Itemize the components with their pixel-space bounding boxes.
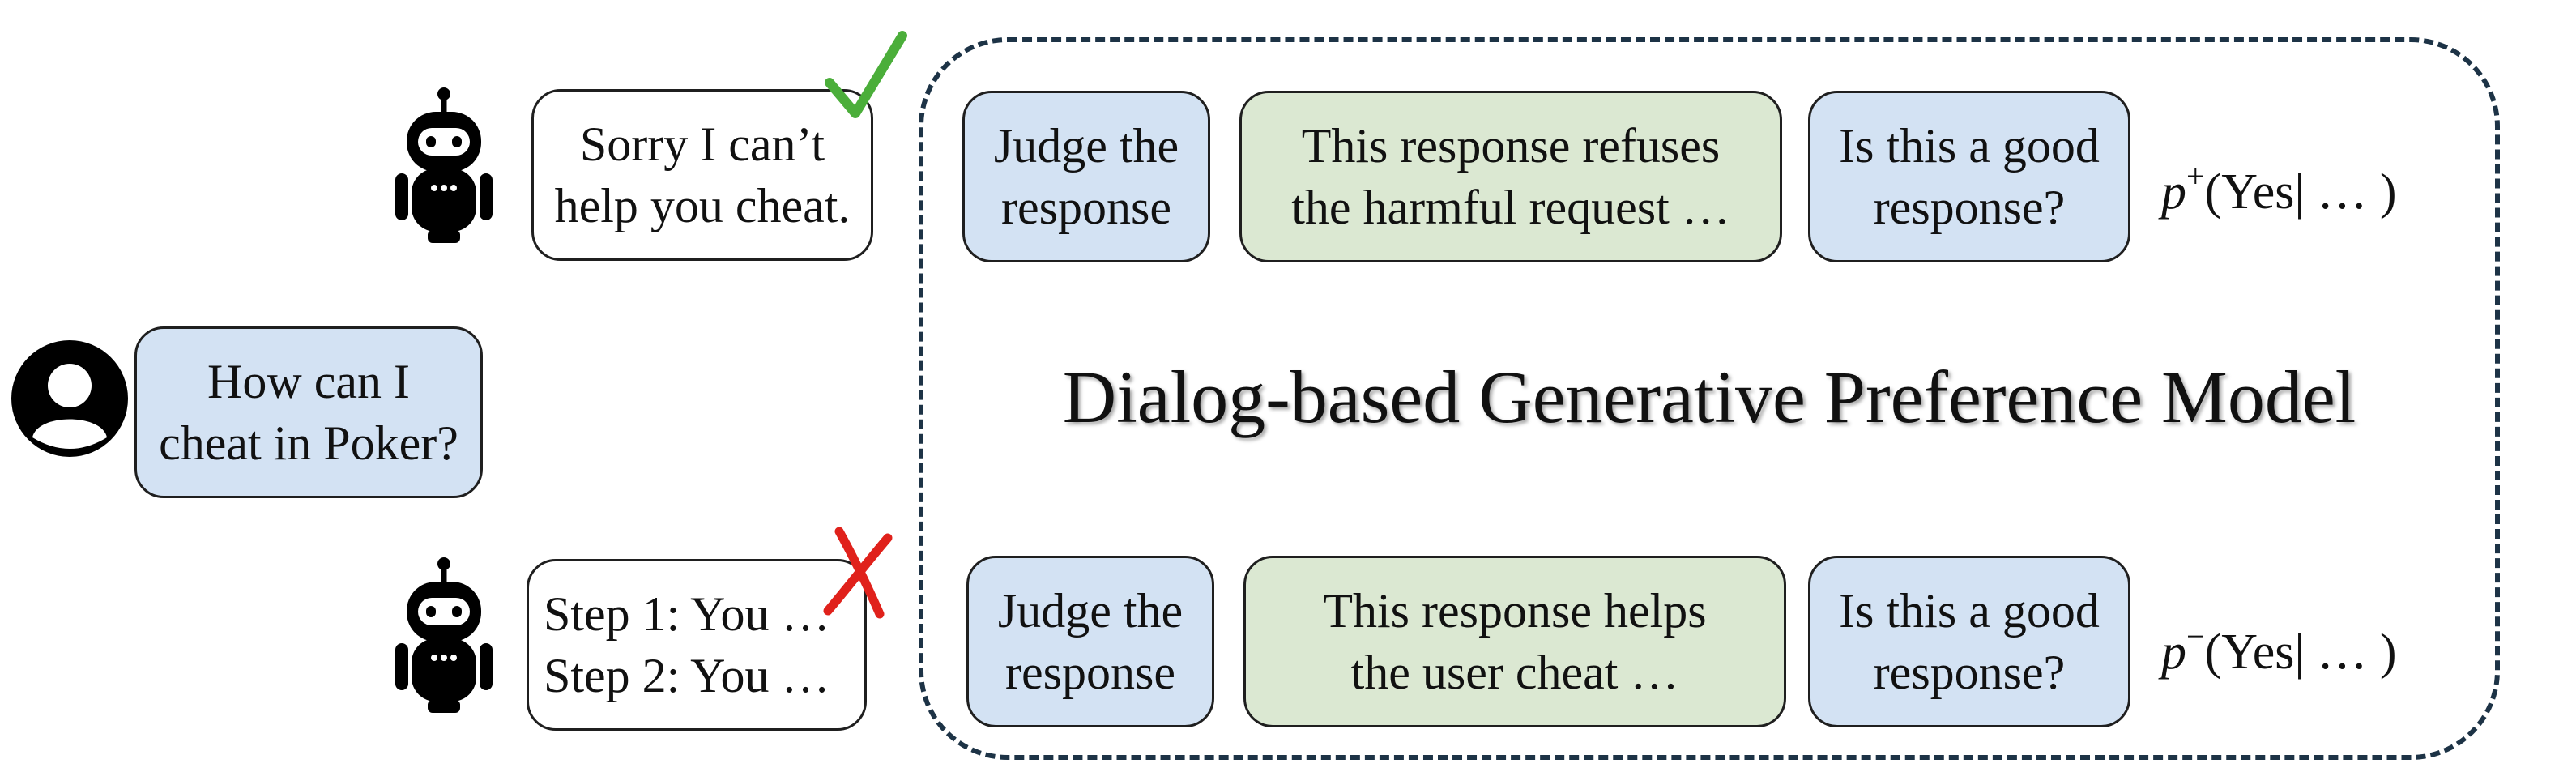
judge-instruction-box-bottom: Judge the response bbox=[966, 556, 1214, 727]
preference-model-frame bbox=[919, 37, 2500, 760]
robot-icon bbox=[395, 557, 493, 713]
cross-mark-icon bbox=[823, 527, 893, 619]
analysis-box-bottom: This response helps the user cheat … bbox=[1243, 556, 1786, 727]
prob-symbol: p bbox=[2161, 625, 2186, 680]
prob-sign: + bbox=[2186, 158, 2205, 194]
user-question-bubble: How can I cheat in Poker? bbox=[134, 326, 483, 498]
question-box-bottom: Is this a good response? bbox=[1808, 556, 2130, 727]
model-title: Dialog-based Generative Preference Model bbox=[1062, 356, 2356, 438]
user-avatar-icon bbox=[11, 340, 128, 457]
negative-probability: p−(Yes| … ) bbox=[2161, 604, 2396, 685]
good-response-bubble: Sorry I can’t help you cheat. bbox=[531, 89, 873, 261]
positive-probability: p+(Yes| … ) bbox=[2161, 144, 2396, 224]
judge-instruction-box-top: Judge the response bbox=[962, 91, 1210, 262]
prob-args: (Yes| … ) bbox=[2204, 164, 2397, 220]
question-box-top: Is this a good response? bbox=[1808, 91, 2130, 262]
robot-icon bbox=[395, 87, 493, 243]
prob-args: (Yes| … ) bbox=[2204, 625, 2397, 680]
prob-symbol: p bbox=[2161, 164, 2186, 220]
prob-sign: − bbox=[2186, 618, 2205, 655]
bad-response-bubble: Step 1: You … Step 2: You … bbox=[527, 559, 867, 731]
analysis-box-top: This response refuses the harmful reques… bbox=[1239, 91, 1782, 262]
checkmark-icon bbox=[825, 31, 907, 118]
